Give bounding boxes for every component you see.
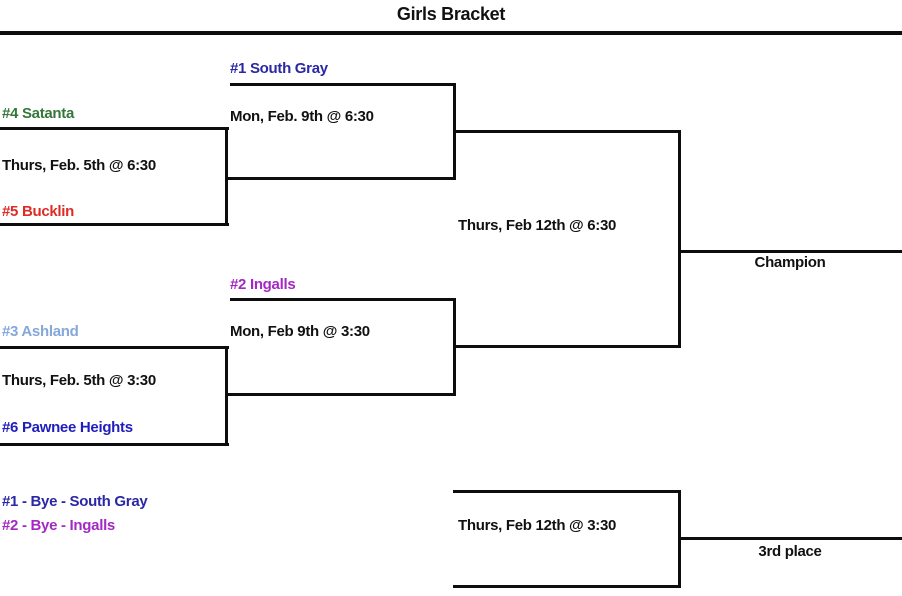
game-time-round2-bottom: Mon, Feb 9th @ 3:30: [230, 323, 370, 340]
team-label-south-gray: #1 South Gray: [230, 60, 328, 77]
team-label-pawnee-heights: #6 Pawnee Heights: [2, 419, 133, 436]
bracket-line-r2-top-seat1: [230, 83, 456, 86]
team-label-ashland: #3 Ashland: [2, 323, 79, 340]
game-time-round2-top: Mon, Feb. 9th @ 6:30: [230, 108, 374, 125]
game-time-final: Thurs, Feb 12th @ 6:30: [458, 217, 617, 234]
bracket-line-r1-top-winner-feed: [225, 177, 456, 180]
team-label-bucklin: #5 Bucklin: [2, 203, 75, 220]
champion-label: Champion: [754, 254, 826, 271]
team-label-ingalls: #2 Ingalls: [230, 276, 296, 293]
bracket-line-r1-top-vertical: [225, 127, 228, 226]
game-time-round1-bottom: Thurs, Feb. 5th @ 3:30: [2, 372, 156, 389]
bracket-line-thirdplace-bottom: [453, 585, 681, 588]
bracket-line-r2-top-winner-feed: [453, 130, 681, 133]
bracket-line-r2-bottom-winner-feed: [453, 345, 681, 348]
bracket-line-r1-bottom-seat6: [0, 443, 229, 446]
bracket-title: Girls Bracket: [396, 4, 506, 24]
bracket-line-r1-bottom-winner-feed: [225, 393, 456, 396]
game-time-round1-top: Thurs, Feb. 5th @ 6:30: [2, 157, 156, 174]
third-place-label: 3rd place: [758, 543, 822, 560]
team-label-satanta: #4 Satanta: [2, 105, 75, 122]
bye-note-ingalls: #2 - Bye - Ingalls: [2, 517, 115, 534]
bracket-line-thirdplace-top: [453, 490, 681, 493]
bracket-line-r2-bottom-seat2: [230, 298, 456, 301]
bye-note-south-gray: #1 - Bye - South Gray: [2, 493, 148, 510]
bracket-line-final-vertical: [678, 130, 681, 348]
bracket-line-champion: [678, 250, 902, 253]
game-time-third-place: Thurs, Feb 12th @ 3:30: [458, 517, 617, 534]
header-rule-line: [0, 31, 902, 35]
bracket-line-r1-top-seat4: [0, 127, 229, 130]
bracket-line-r1-top-seat5: [0, 223, 229, 226]
bracket-line-r1-bottom-seat3: [0, 346, 229, 349]
bracket-line-thirdplace-winner: [678, 537, 902, 540]
bracket-line-r1-bottom-vertical: [225, 346, 228, 446]
